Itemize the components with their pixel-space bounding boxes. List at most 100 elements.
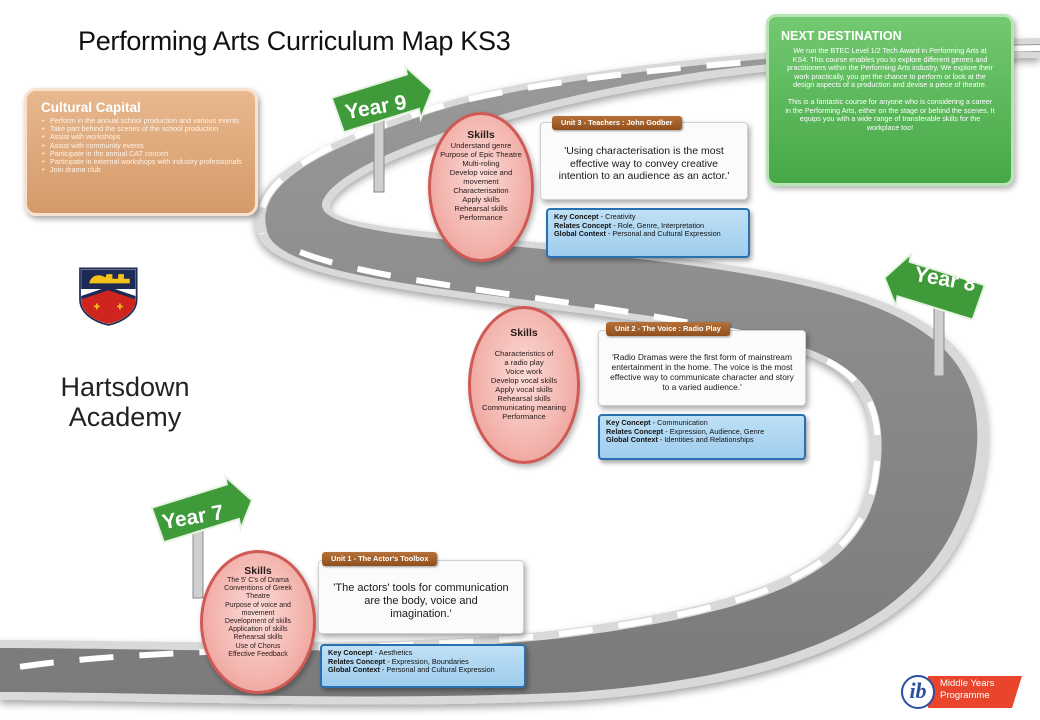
relates-concept-label: Relates Concept: [606, 426, 664, 436]
skill-item: Use of Chorus: [235, 642, 281, 650]
list-item: Take part behind the scenes of the schoo…: [41, 124, 245, 133]
year9-quote-box: 'Using characterisation is the most effe…: [540, 122, 748, 200]
key-concept-label: Key Concept: [606, 418, 651, 427]
skill-item: Effective Feedback: [228, 650, 288, 658]
skill-item: Performance: [459, 213, 503, 222]
skill-item: Performance: [502, 412, 546, 421]
relates-concept-value: Role, Genre, Interpretation: [617, 220, 705, 230]
school-name: Hartsdown Academy: [50, 372, 200, 432]
school-name-line1: Hartsdown: [60, 372, 190, 402]
global-context-value: Personal and Cultural Expression: [386, 665, 495, 675]
skill-item: Theatre: [245, 593, 271, 601]
list-item: Assist with community events: [41, 141, 245, 150]
relates-concept-row: Relates Concept - Expression, Boundaries: [328, 656, 469, 666]
skill-item: Application of skills: [228, 626, 288, 634]
skill-item: Develop vocal skills: [490, 376, 558, 385]
list-item: Join drama club: [41, 166, 245, 175]
road-edge: [0, 38, 1040, 705]
list-item: Assist with workshops: [41, 133, 245, 142]
next-destination-paragraph: We run the BTEC Level 1/2 Tech Award in …: [787, 46, 993, 90]
skills-heading: Skills: [244, 565, 272, 577]
skill-item: Characteristics of: [494, 349, 554, 358]
ib-line2: Programme: [940, 690, 990, 701]
ib-logo-icon: [901, 675, 1022, 709]
relates-concept-label: Relates Concept: [328, 656, 386, 666]
skill-item: Develop voice and: [449, 168, 513, 177]
next-destination-heading: NEXT DESTINATION: [781, 29, 902, 43]
global-context-label: Global Context: [328, 665, 380, 675]
next-destination-box: NEXT DESTINATION We run the BTEC Level 1…: [766, 14, 1014, 186]
list-item: Participate in external workshops with i…: [41, 157, 245, 166]
school-crest-icon: [79, 267, 138, 326]
skill-item: Characterisation: [453, 186, 509, 195]
key-concept-value: Aesthetics: [378, 648, 413, 657]
skill-item: Communicating meaning: [482, 403, 566, 412]
relates-concept-label: Relates Concept: [554, 220, 612, 230]
year7-unit-label: Unit 1 - The Actor's Toolbox: [322, 552, 438, 566]
global-context-value: Identities and Relationships: [664, 435, 754, 445]
skill-item: Purpose of Epic Theatre: [440, 150, 522, 159]
skill-item: Development of skills: [224, 618, 292, 626]
key-concept-value: Creativity: [605, 212, 636, 221]
skill-item: Voice work: [505, 367, 543, 376]
relates-concept-value: Expression, Boundaries: [391, 656, 469, 666]
global-context-value: Personal and Cultural Expression: [612, 229, 721, 239]
ib-logo-text: Middle Years Programme: [940, 678, 994, 702]
cultural-capital-list: Perform in the annual school production …: [41, 116, 245, 175]
year8-concept-box: Key Concept - Communication Relates Conc…: [598, 414, 806, 460]
year9-quote-text: 'Using characterisation is the most effe…: [558, 145, 730, 183]
year8-skills-oval: Skills Characteristics of a radio play V…: [468, 306, 580, 464]
key-concept-row: Key Concept - Creativity: [554, 212, 636, 221]
skill-item: Apply vocal skills: [495, 385, 553, 394]
key-concept-row: Key Concept - Communication: [606, 418, 708, 427]
list-item: Participate in the annual CAT concert: [41, 149, 245, 158]
school-name-line2: Academy: [68, 402, 182, 432]
skill-item: Understand genre: [450, 141, 512, 150]
next-destination-paragraph: This is a fantastic course for anyone wh…: [785, 96, 995, 132]
global-context-label: Global Context: [606, 435, 658, 445]
year7-skills-oval: Skills The 5' C's of Drama Conventions o…: [200, 550, 316, 694]
skills-heading: Skills: [467, 129, 495, 141]
skill-item: The 5' C's of Drama: [227, 577, 289, 584]
year8-unit-label: Unit 2 - The Voice : Radio Play: [606, 322, 730, 336]
relates-concept-value: Expression, Audience, Genre: [669, 426, 765, 436]
page-title: Performing Arts Curriculum Map KS3: [78, 26, 511, 56]
ib-line1: Middle Years: [940, 678, 995, 689]
year7-quote-box: 'The actors' tools for communication are…: [318, 560, 524, 634]
global-context-label: Global Context: [554, 229, 606, 239]
year9-skills-oval: Skills Understand genre Purpose of Epic …: [428, 112, 534, 262]
skill-item: movement: [463, 177, 499, 186]
year8-arrow-sign: [883, 251, 987, 321]
key-concept-label: Key Concept: [328, 648, 373, 657]
ib-logo: ib Middle Years Programme: [900, 674, 1026, 710]
skills-heading: Skills: [510, 327, 538, 339]
year8-quote-box: 'Radio Dramas were the first form of mai…: [598, 330, 806, 406]
year7-quote-text: 'The actors' tools for communication are…: [333, 581, 509, 620]
key-concept-label: Key Concept: [554, 212, 599, 221]
skill-item: Rehearsal skills: [497, 394, 551, 403]
skill-item: Multi-roling: [462, 159, 500, 168]
year9-arrow-sign: [330, 63, 434, 134]
skill-item: a radio play: [504, 358, 544, 367]
global-context-row: Global Context - Personal and Cultural E…: [554, 229, 721, 239]
year9-unit-label: Unit 3 - Teachers : John Godber: [552, 116, 682, 130]
skill-item: Apply skills: [462, 195, 500, 204]
skill-item: Rehearsal skills: [233, 634, 283, 642]
global-context-row: Global Context - Personal and Cultural E…: [328, 665, 495, 675]
skill-item: Conventions of Greek: [224, 585, 292, 593]
year7-arrow-sign: [150, 473, 254, 544]
year7-concept-box: Key Concept - Aesthetics Relates Concept…: [320, 644, 526, 688]
ib-logo-mark: ib: [909, 678, 927, 703]
skill-item: movement: [241, 609, 275, 617]
key-concept-value: Communication: [657, 418, 708, 427]
skill-item: Rehearsal skills: [454, 204, 508, 213]
year8-sign-post: [933, 299, 945, 377]
key-concept-row: Key Concept - Aesthetics: [328, 648, 413, 657]
cultural-capital-heading: Cultural Capital: [41, 100, 141, 115]
cultural-capital-box: Cultural Capital Perform in the annual s…: [24, 88, 258, 216]
year9-concept-box: Key Concept - Creativity Relates Concept…: [546, 208, 750, 258]
relates-concept-row: Relates Concept - Expression, Audience, …: [606, 426, 765, 436]
skill-item: Purpose of voice and: [225, 601, 291, 609]
relates-concept-row: Relates Concept - Role, Genre, Interpret…: [554, 220, 705, 230]
